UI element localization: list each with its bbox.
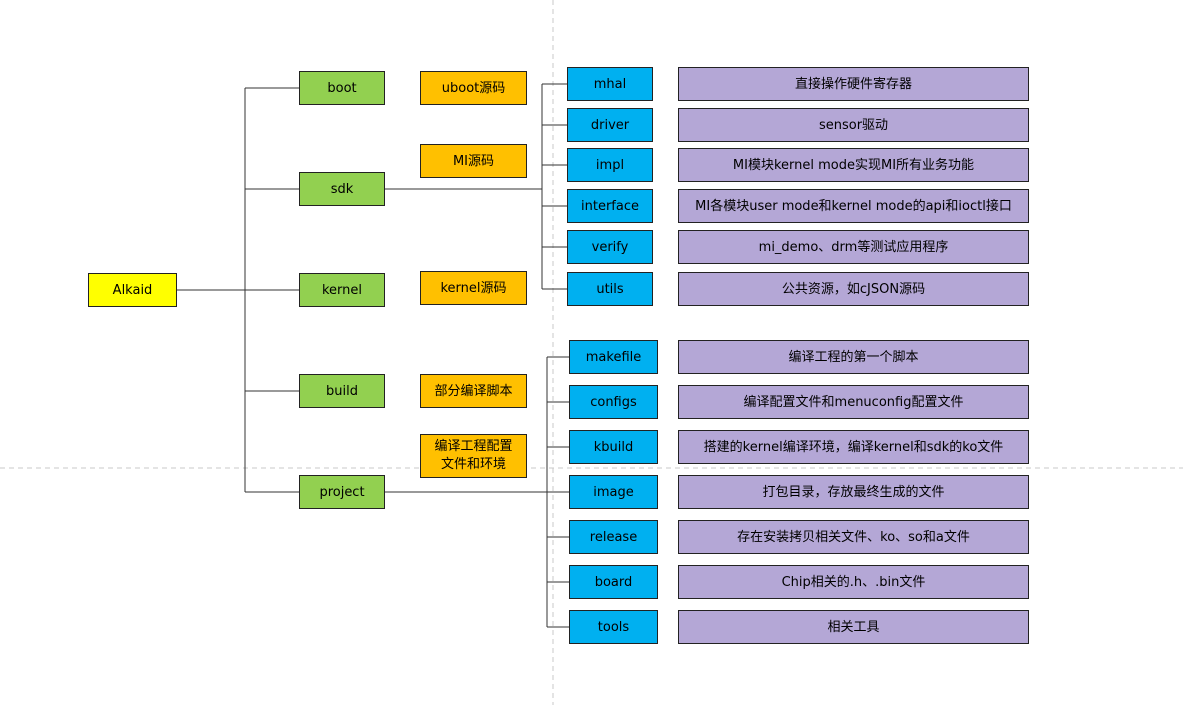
desc-board: Chip相关的.h、.bin文件 <box>678 565 1029 599</box>
annotation-kernel: kernel源码 <box>420 271 527 305</box>
node-boot: boot <box>299 71 385 105</box>
annotation-build: 部分编译脚本 <box>420 374 527 408</box>
node-driver: driver <box>567 108 653 142</box>
node-board: board <box>569 565 658 599</box>
node-project: project <box>299 475 385 509</box>
desc-impl: MI模块kernel mode实现MI所有业务功能 <box>678 148 1029 182</box>
node-interface: interface <box>567 189 653 223</box>
desc-configs: 编译配置文件和menuconfig配置文件 <box>678 385 1029 419</box>
desc-tools: 相关工具 <box>678 610 1029 644</box>
node-image: image <box>569 475 658 509</box>
node-configs: configs <box>569 385 658 419</box>
node-alkaid: Alkaid <box>88 273 177 307</box>
node-kernel: kernel <box>299 273 385 307</box>
annotation-project: 编译工程配置 文件和环境 <box>420 434 527 478</box>
desc-kbuild: 搭建的kernel编译环境，编译kernel和sdk的ko文件 <box>678 430 1029 464</box>
node-sdk: sdk <box>299 172 385 206</box>
node-utils: utils <box>567 272 653 306</box>
desc-driver: sensor驱动 <box>678 108 1029 142</box>
node-release: release <box>569 520 658 554</box>
desc-mhal: 直接操作硬件寄存器 <box>678 67 1029 101</box>
annotation-boot: uboot源码 <box>420 71 527 105</box>
node-tools: tools <box>569 610 658 644</box>
annotation-sdk: MI源码 <box>420 144 527 178</box>
node-mhal: mhal <box>567 67 653 101</box>
desc-image: 打包目录，存放最终生成的文件 <box>678 475 1029 509</box>
desc-verify: mi_demo、drm等测试应用程序 <box>678 230 1029 264</box>
desc-utils: 公共资源，如cJSON源码 <box>678 272 1029 306</box>
node-makefile: makefile <box>569 340 658 374</box>
node-build: build <box>299 374 385 408</box>
desc-release: 存在安装拷贝相关文件、ko、so和a文件 <box>678 520 1029 554</box>
desc-interface: MI各模块user mode和kernel mode的api和ioctl接口 <box>678 189 1029 223</box>
node-verify: verify <box>567 230 653 264</box>
node-impl: impl <box>567 148 653 182</box>
desc-makefile: 编译工程的第一个脚本 <box>678 340 1029 374</box>
node-kbuild: kbuild <box>569 430 658 464</box>
